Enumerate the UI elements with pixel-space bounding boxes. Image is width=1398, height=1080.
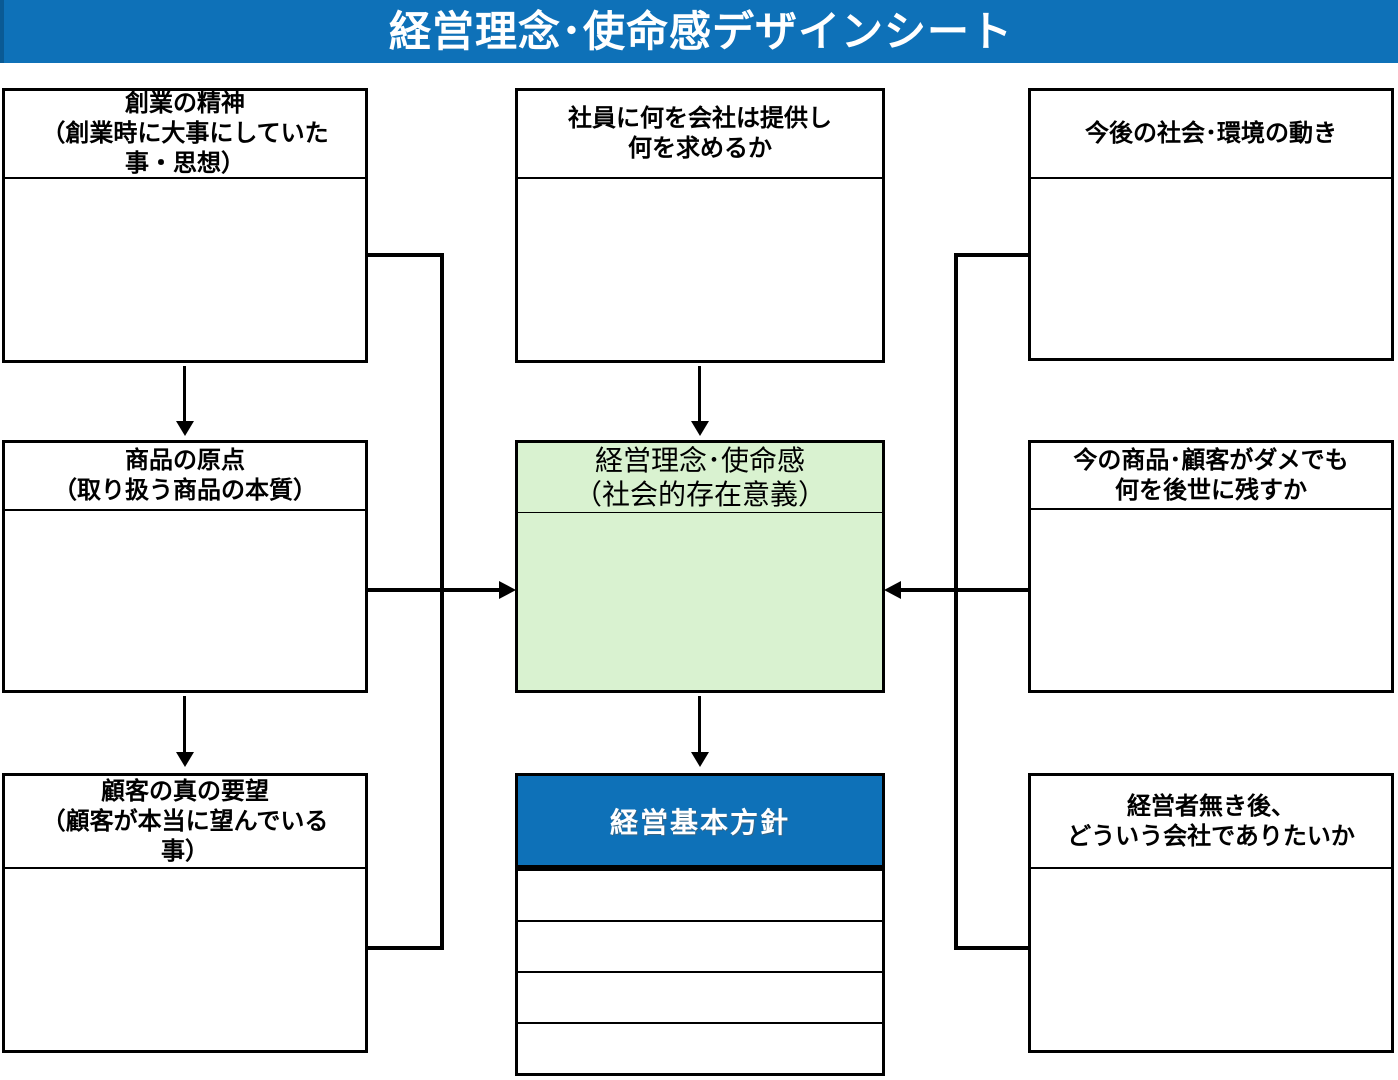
policy-row-1[interactable]: [518, 871, 882, 920]
connector-founding-to-rail: [368, 253, 444, 257]
panel-future-society-title: 今後の社会･環境の動き: [1031, 91, 1391, 179]
panel-mission: 経営理念･使命感 （社会的存在意義）: [515, 440, 885, 693]
panel-future-society-input[interactable]: [1031, 179, 1391, 358]
panel-customer-needs-input[interactable]: [5, 869, 365, 1050]
policy-header: 経営基本方針: [515, 773, 885, 868]
arrow-founding-to-product-line: [183, 366, 186, 422]
arrow-right-icon: [499, 581, 516, 599]
panel-employee-give-take: 社員に何を会社は提供し 何を求めるか: [515, 88, 885, 363]
panel-customer-needs: 顧客の真の要望 （顧客が本当に望んでいる 事）: [2, 773, 368, 1053]
panel-employee-give-take-input[interactable]: [518, 179, 882, 360]
panel-legacy: 今の商品･顧客がダメでも 何を後世に残すか: [1028, 440, 1394, 693]
panel-employee-give-take-title: 社員に何を会社は提供し 何を求めるか: [518, 91, 882, 179]
arrow-left-icon: [884, 581, 901, 599]
policy-row-2[interactable]: [518, 920, 882, 971]
arrow-down-icon: [176, 752, 194, 767]
arrow-employee-to-mission-line: [698, 366, 701, 422]
right-connector-rail: [954, 253, 958, 950]
arrow-down-icon: [691, 421, 709, 436]
panel-legacy-title: 今の商品･顧客がダメでも 何を後世に残すか: [1031, 443, 1391, 510]
arrow-product-to-customer-line: [183, 696, 186, 753]
panel-after-founder-title: 経営者無き後、 どういう会社でありたいか: [1031, 776, 1391, 869]
connector-society-to-rail: [958, 253, 1028, 257]
panel-customer-needs-title: 顧客の真の要望 （顧客が本当に望んでいる 事）: [5, 776, 365, 869]
policy-row-4[interactable]: [518, 1022, 882, 1073]
connector-after-founder-to-rail: [958, 946, 1028, 950]
panel-legacy-input[interactable]: [1031, 510, 1391, 690]
panel-product-origin-input[interactable]: [5, 511, 365, 690]
panel-after-founder-input[interactable]: [1031, 869, 1391, 1050]
arrow-mission-to-policy-line: [698, 696, 701, 753]
page-title: 経営理念･使命感デザインシート: [388, 7, 1013, 55]
panel-future-society: 今後の社会･環境の動き: [1028, 88, 1394, 361]
panel-product-origin-title: 商品の原点 （取り扱う商品の本質）: [5, 443, 365, 511]
panel-after-founder: 経営者無き後、 どういう会社でありたいか: [1028, 773, 1394, 1053]
connector-customer-to-rail: [368, 946, 444, 950]
arrow-left-to-mission-line: [368, 588, 499, 592]
left-connector-rail: [440, 253, 444, 950]
title-bar: 経営理念･使命感デザインシート: [0, 0, 1398, 63]
arrow-down-icon: [176, 421, 194, 436]
panel-mission-title: 経営理念･使命感 （社会的存在意義）: [518, 443, 882, 513]
panel-founding-spirit-input[interactable]: [5, 179, 365, 360]
arrow-down-icon: [691, 752, 709, 767]
arrow-right-to-mission-line: [901, 588, 1028, 592]
panel-founding-spirit: 創業の精神 （創業時に大事にしていた 事・思想）: [2, 88, 368, 363]
policy-title: 経営基本方針: [609, 806, 790, 838]
panel-product-origin: 商品の原点 （取り扱う商品の本質）: [2, 440, 368, 693]
panel-mission-input[interactable]: [518, 513, 882, 690]
panel-founding-spirit-title: 創業の精神 （創業時に大事にしていた 事・思想）: [5, 90, 365, 179]
policy-row-3[interactable]: [518, 971, 882, 1022]
policy-table: [515, 868, 885, 1076]
